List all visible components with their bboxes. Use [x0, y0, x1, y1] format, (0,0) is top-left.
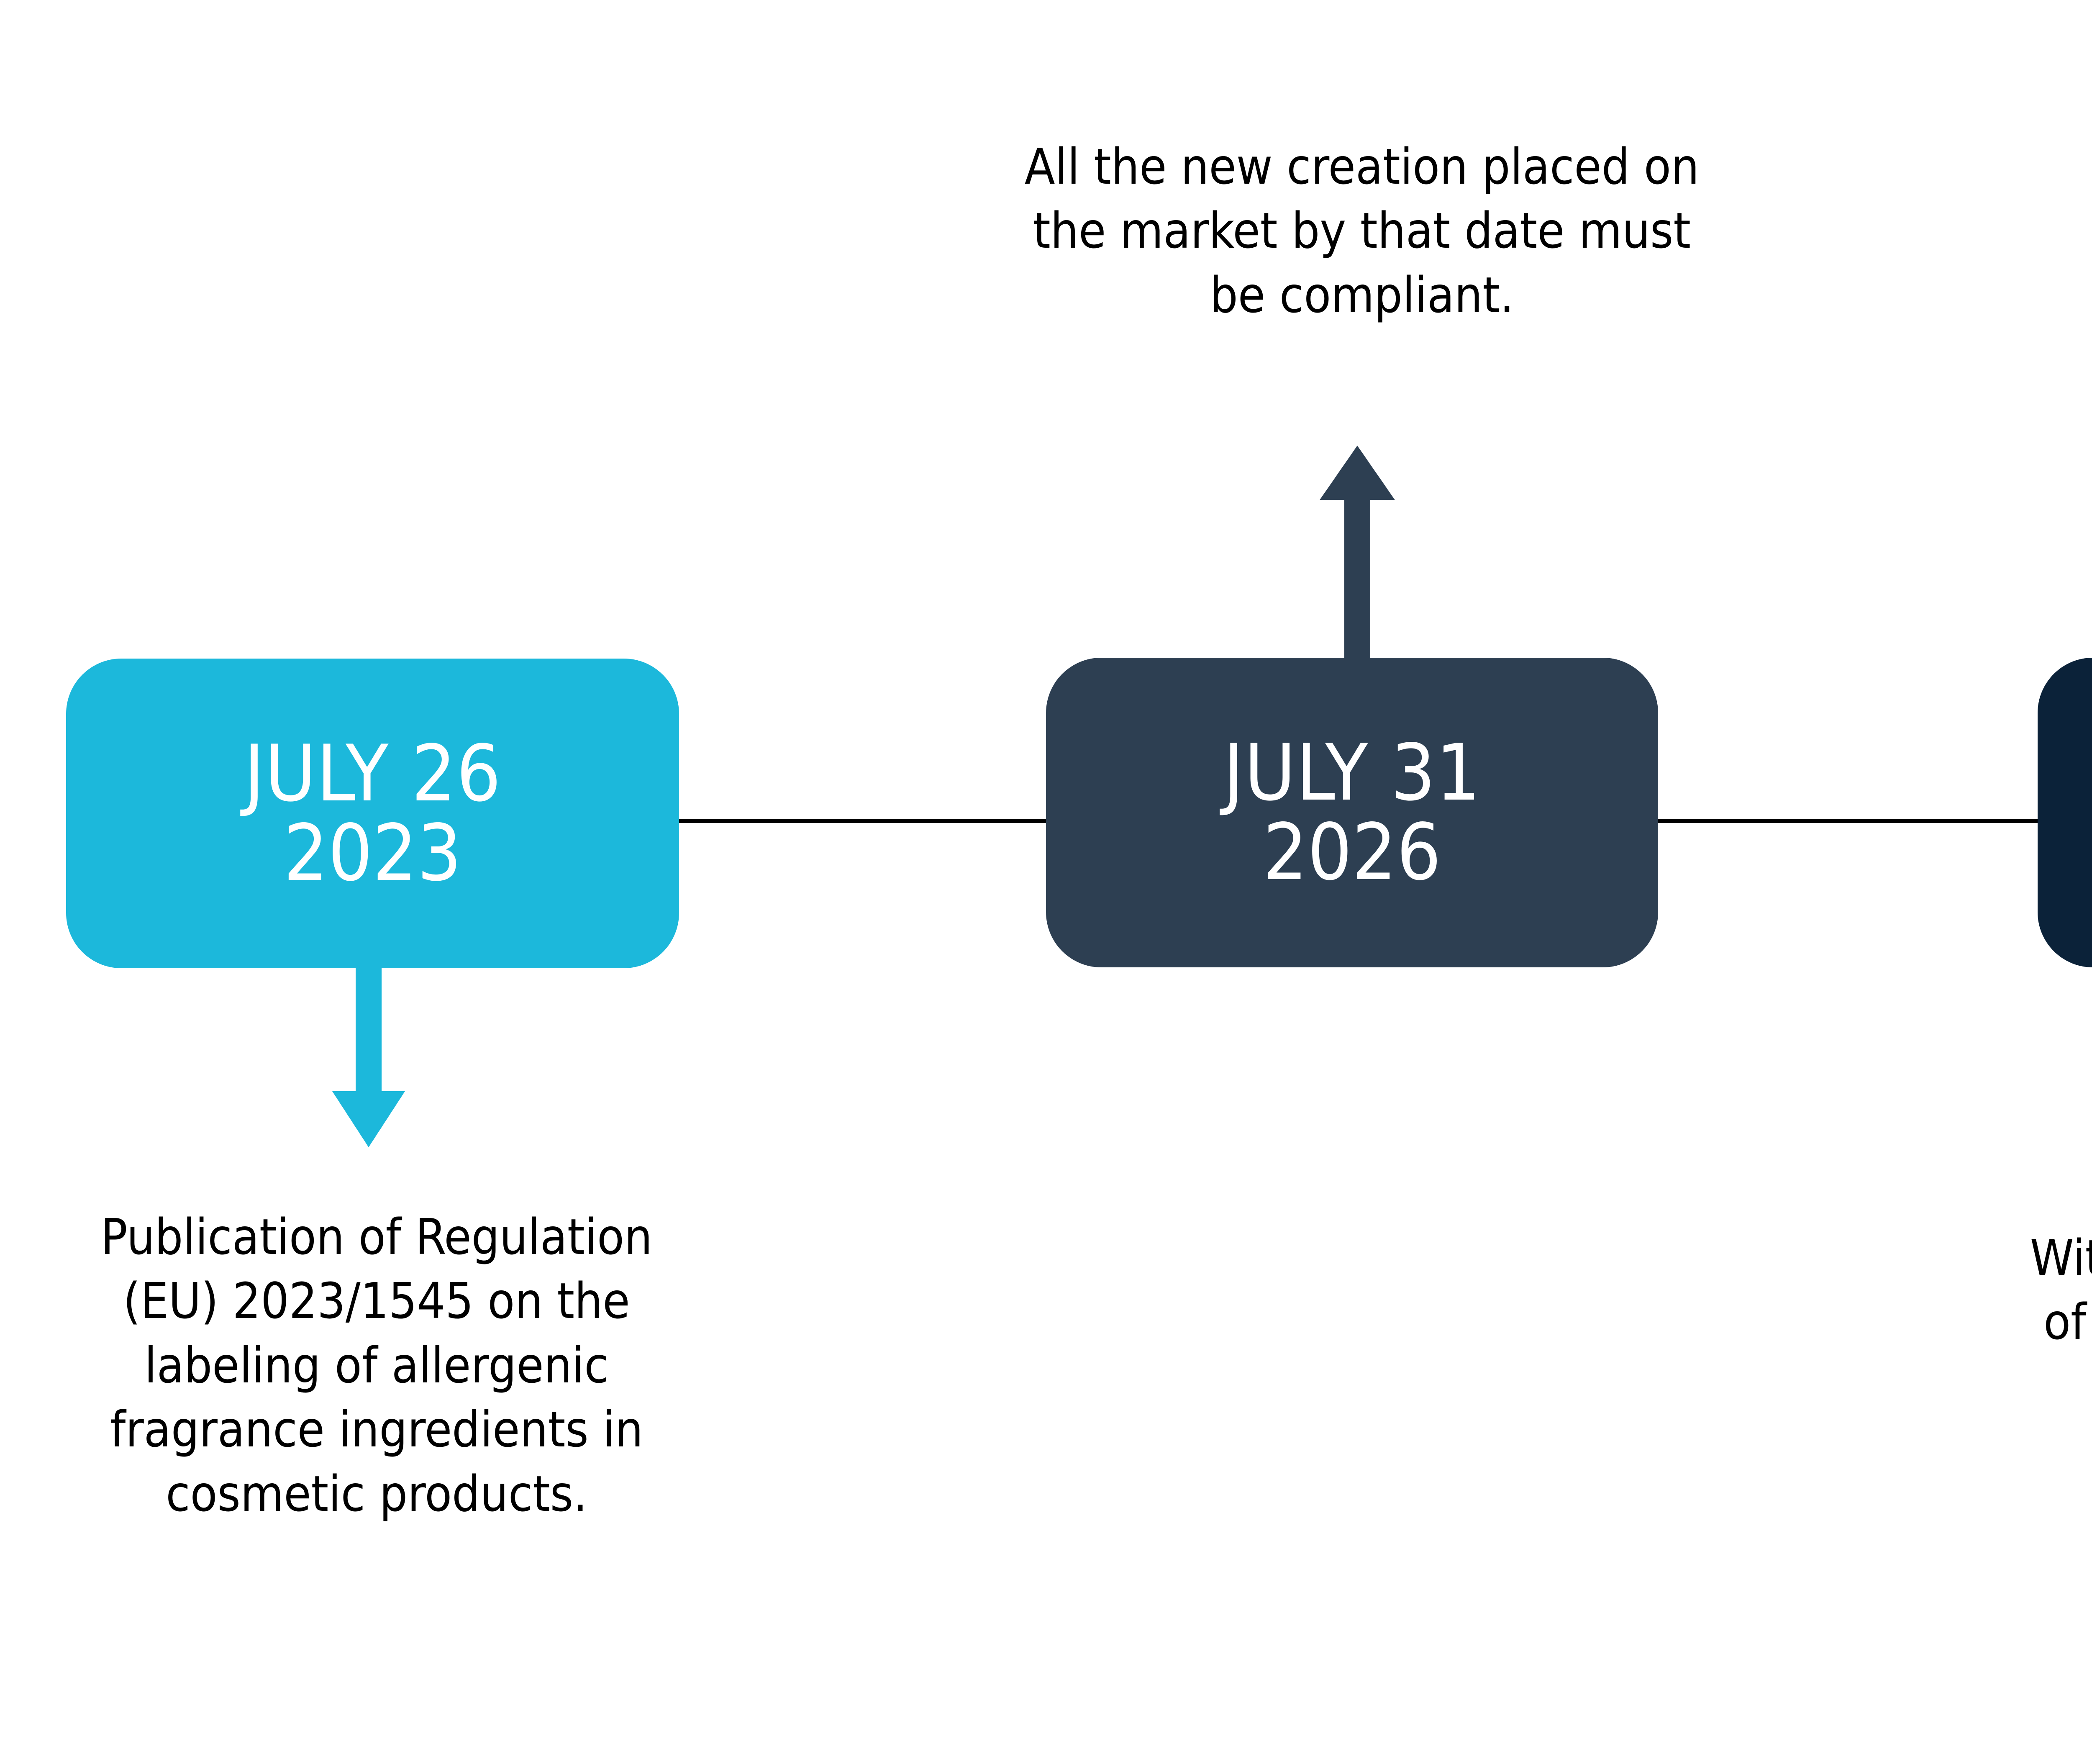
milestone-caption-july-26-2023: Publication of Regulation (EU) 2023/1545… [100, 1208, 653, 1523]
arrow-down-head [332, 1091, 405, 1147]
milestone-caption-july-31-2028: Withdrawal from the market of non-compli… [2030, 1229, 2092, 1351]
arrow-up-head [1320, 446, 1395, 500]
milestone-date-line-2: 2023 [283, 808, 462, 898]
milestone-date-line-1: JULY 26 [244, 728, 502, 819]
arrow-down-shaft [356, 958, 382, 1093]
milestone-box-july-31-2026[interactable]: JULY 31 2026 [1046, 658, 1658, 967]
milestone-box-july-26-2023[interactable]: JULY 26 2023 [66, 659, 679, 968]
timeline-connector-line-2 [1648, 819, 2046, 823]
arrow-down-icon-july-26-2023 [326, 958, 410, 1151]
arrow-up-icon-july-31-2026 [1316, 446, 1400, 664]
milestone-caption-july-31-2026: All the new creation placed on the marke… [1024, 138, 1700, 324]
timeline-connector-line-1 [669, 819, 1054, 823]
milestone-date-line-2: 2026 [1263, 807, 1441, 897]
arrow-up-shaft [1344, 499, 1370, 664]
milestone-date-line-1: JULY 31 [1223, 727, 1481, 818]
milestone-box-july-31-2028[interactable]: JULY 31 2028 [2038, 658, 2092, 967]
